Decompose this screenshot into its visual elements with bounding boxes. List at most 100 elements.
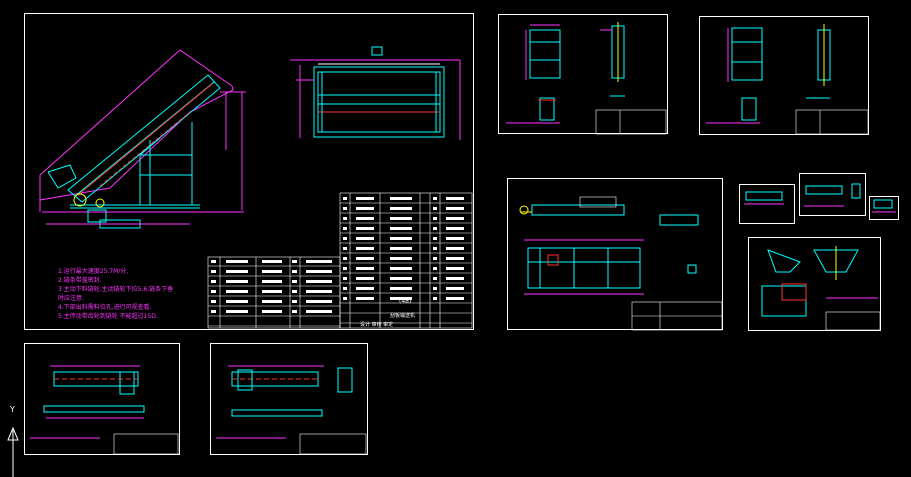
table-cell-text (390, 277, 412, 280)
table-cell-text (211, 310, 216, 313)
note-line-1: 1.运行最大速度25.7M/分. (58, 268, 129, 275)
parts-list-text-bars (211, 197, 464, 313)
frame-view-2 (706, 24, 869, 135)
note-line-2: 2.链条带盖密封. (58, 277, 102, 284)
note-line-3: 3.主动下料链轮,主动链轮下拉5.6,链条下垂 (58, 286, 174, 293)
table-cell-text (306, 280, 332, 283)
part-sheet-small-3[interactable] (869, 196, 899, 220)
table-cell-text (433, 247, 437, 250)
hopper-drawing-sheet[interactable] (748, 237, 881, 331)
table-cell-text (390, 267, 412, 270)
table-cell-text (446, 257, 464, 260)
table-cell-text (262, 260, 282, 263)
table-cell-text (433, 267, 437, 270)
table-cell-text (356, 237, 374, 240)
table-cell-text (306, 300, 332, 303)
table-cell-text (343, 257, 347, 260)
table-cell-text (292, 310, 297, 313)
drawing-caption: 刮板输送机 (390, 313, 416, 319)
table-cell-text (390, 287, 412, 290)
table-cell-text (292, 280, 297, 283)
table-cell-text (356, 207, 374, 210)
table-cell-text (211, 290, 216, 293)
table-cell-text (343, 197, 347, 200)
table-cell-text (433, 257, 437, 260)
top-view-motor (371, 46, 383, 56)
note-line-4: 时应注意. (58, 295, 84, 302)
table-cell-text (356, 217, 374, 220)
frame-view-1 (506, 22, 667, 135)
table-cell-text (211, 260, 216, 263)
table-cell-text (343, 267, 347, 270)
main-drawing-sheet[interactable] (24, 13, 474, 330)
table-cell-text (433, 217, 437, 220)
table-cell-text (433, 277, 437, 280)
table-cell-text (433, 227, 437, 230)
table-cell-text (262, 290, 282, 293)
table-cell-text (292, 270, 297, 273)
table-cell-text (446, 227, 464, 230)
conveyor-top-view (290, 46, 461, 140)
table-cell-text (446, 217, 464, 220)
table-cell-text (262, 310, 282, 313)
table-cell-text (390, 217, 412, 220)
table-cell-text (343, 217, 347, 220)
table-cell-text (211, 280, 216, 283)
frame-drawing-sheet-1[interactable] (498, 14, 668, 134)
table-cell-text (226, 280, 248, 283)
table-cell-text (390, 207, 412, 210)
table-cell-text (356, 297, 374, 300)
table-cell-text (306, 310, 332, 313)
table-cell-text (306, 270, 332, 273)
approval-row: 设计 审核 审定 (360, 322, 394, 328)
table-cell-text (343, 207, 347, 210)
table-cell-text (433, 237, 437, 240)
table-cell-text (343, 227, 347, 230)
table-cell-text (390, 237, 412, 240)
table-cell-text (446, 277, 464, 280)
table-cell-text (390, 297, 412, 300)
table-cell-text (262, 300, 282, 303)
table-cell-text (446, 207, 464, 210)
table-cell-text (433, 197, 437, 200)
table-cell-text (390, 227, 412, 230)
table-cell-text (356, 247, 374, 250)
table-cell-text (292, 290, 297, 293)
table-cell-text (356, 257, 374, 260)
table-cell-text (343, 237, 347, 240)
table-cell-text (356, 267, 374, 270)
small-parts (744, 183, 896, 213)
table-cell-text (262, 270, 282, 273)
drawing-number: (48) (399, 298, 412, 305)
table-cell-text (446, 267, 464, 270)
table-cell-text (226, 290, 248, 293)
table-cell-text (343, 277, 347, 280)
table-cell-text (433, 207, 437, 210)
tail-sprocket (73, 193, 87, 207)
table-cell-text (446, 247, 464, 250)
shaft-drawing-sheet-2[interactable] (210, 343, 368, 455)
technical-notes: 1.运行最大速度25.7M/分. 2.链条带盖密封. 3.主动下料链轮,主动链轮… (58, 267, 173, 321)
table-cell-text (343, 247, 347, 250)
table-cell-text (433, 297, 437, 300)
table-cell-text (226, 270, 248, 273)
outline-dimension (39, 49, 234, 201)
table-cell-text (390, 247, 412, 250)
shaft-drawing-sheet-1[interactable] (24, 343, 180, 455)
table-cell-text (226, 310, 248, 313)
table-cell-text (446, 197, 464, 200)
note-line-6: 5.主传动带齿轮到链轮 不能超过15D. (58, 313, 158, 320)
part-sheet-small-1[interactable] (739, 184, 795, 224)
base-drawing-sheet[interactable] (507, 178, 723, 330)
table-cell-text (446, 237, 464, 240)
table-cell-text (306, 260, 332, 263)
note-line-5: 4.下部出料需料位孔,进行可视查看. (58, 304, 152, 311)
support-frame (139, 154, 193, 206)
hopper-views (761, 246, 881, 331)
part-sheet-small-2[interactable] (799, 173, 866, 216)
table-cell-text (356, 197, 374, 200)
frame-drawing-sheet-2[interactable] (699, 16, 869, 135)
table-cell-text (226, 260, 248, 263)
inclined-conveyor-view (39, 49, 246, 229)
